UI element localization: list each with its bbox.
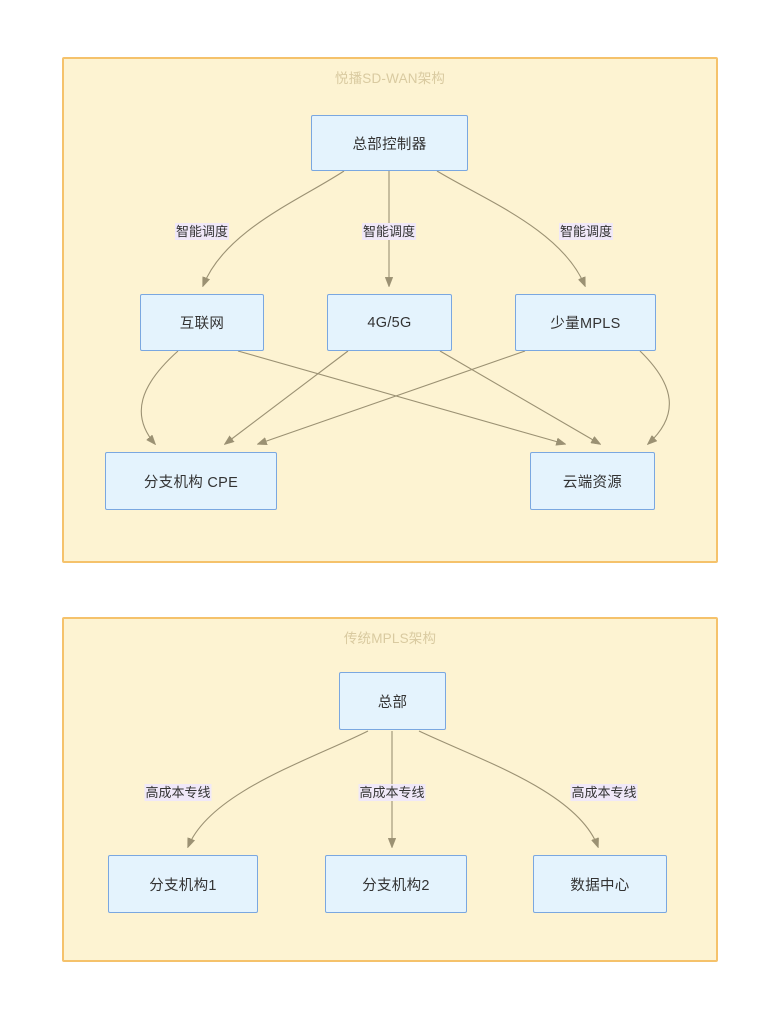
node-mpls-small-label: 少量MPLS (550, 316, 621, 332)
node-branch-2[interactable]: 分支机构2 (325, 855, 467, 913)
edge-label-sched-1: 智能调度 (174, 223, 230, 240)
node-branch-cpe-label: 分支机构 CPE (143, 474, 239, 491)
node-branch-1-label: 分支机构1 (149, 877, 217, 894)
node-internet[interactable]: 互联网 (140, 294, 264, 351)
node-branch-1[interactable]: 分支机构1 (108, 855, 258, 913)
node-hq-label: 总部 (377, 694, 408, 711)
edge-label-line-3: 高成本专线 (570, 784, 638, 801)
node-hq[interactable]: 总部 (339, 672, 446, 730)
edge-label-sched-3: 智能调度 (558, 223, 614, 240)
edge-label-line-2: 高成本专线 (358, 784, 426, 801)
edge-label-line-1: 高成本专线 (144, 784, 212, 801)
node-branch-2-label: 分支机构2 (362, 877, 430, 894)
node-cellular[interactable]: 4G/5G (327, 294, 452, 351)
edge-label-sched-2: 智能调度 (361, 223, 417, 240)
node-internet-label: 互联网 (179, 316, 225, 332)
node-cloud-resource[interactable]: 云端资源 (530, 452, 655, 510)
diagram-title-sdwan: 悦播SD-WAN架构 (334, 71, 446, 86)
node-hq-controller-label: 总部控制器 (352, 136, 427, 153)
node-data-center[interactable]: 数据中心 (533, 855, 667, 913)
node-data-center-label: 数据中心 (570, 877, 630, 894)
node-cloud-resource-label: 云端资源 (562, 474, 623, 491)
node-branch-cpe[interactable]: 分支机构 CPE (105, 452, 277, 510)
diagram-title-mpls: 传统MPLS架构 (343, 631, 437, 646)
node-mpls-small[interactable]: 少量MPLS (515, 294, 656, 351)
node-hq-controller[interactable]: 总部控制器 (311, 115, 468, 171)
node-cellular-label: 4G/5G (367, 314, 412, 331)
